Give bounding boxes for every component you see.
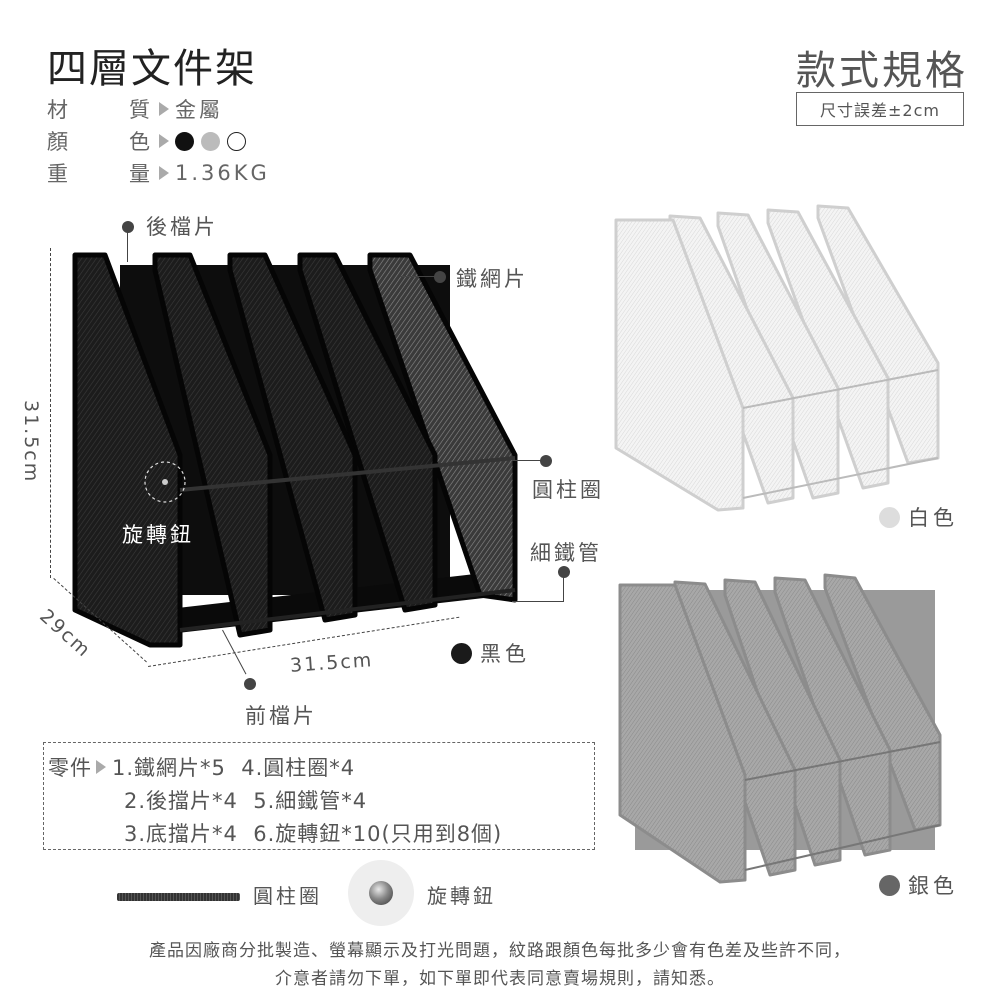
triangle-right-icon [159,134,169,148]
product-title: 四層文件架 [47,46,257,92]
triangle-right-icon [159,166,169,180]
silver-organizer-image [615,570,955,885]
triangle-right-icon [96,760,106,774]
callout-dot [122,221,134,233]
callout-dot [244,678,256,690]
disclaimer-line-2: 介意者請勿下單，如下單即代表同意賣場規則，請知悉。 [275,969,725,989]
accessory-cylinder-ring-label: 圓柱圈 [253,884,322,908]
parts-line-2: 2.後擋片*4 5.細鐵管*4 [124,789,368,813]
spec-weight: 重 量 1.36KG [47,158,270,188]
spec-key-right: 色 [129,130,150,154]
color-tag-white: 白色 [879,502,958,532]
callout-dot [434,271,446,283]
spec-key-left: 重 [47,162,68,186]
triangle-right-icon [159,102,169,116]
spec-value: 金屬 [175,98,223,122]
color-dot-icon [879,874,900,896]
spec-material: 材 質 金屬 [47,94,223,124]
spec-key-right: 量 [129,162,150,186]
knob-screw-icon [348,860,414,926]
color-dot-icon [879,506,900,528]
color-swatch-white [227,131,246,151]
color-label: 銀色 [908,874,958,898]
color-swatch-silver [201,131,220,151]
parts-line-3: 3.底擋片*4 6.旋轉鈕*10(只用到8個) [124,822,503,846]
color-tag-black: 黑色 [451,638,530,668]
parts-line-1: 零件 1.鐵網片*5 4.圓柱圈*4 [48,752,355,782]
spec-value: 1.36KG [175,161,270,185]
callout-line [512,460,546,461]
callout-mesh-panel: 鐵網片 [456,267,528,291]
tolerance-note: 尺寸誤差±2cm [796,92,964,126]
spec-color: 顏 色 [47,126,253,156]
parts-label: 零件 [48,756,92,780]
callout-back-panel: 後檔片 [146,215,218,239]
color-dot-icon [451,642,472,664]
black-organizer-image [60,240,540,660]
spec-key-right: 質 [129,98,150,122]
tolerance-text: 尺寸誤差±2cm [820,101,940,120]
color-label: 黑色 [480,642,530,666]
callout-front-panel: 前檔片 [245,704,317,728]
parts-list-box [43,742,595,850]
height-dimension-label: 31.5cm [20,400,42,484]
callout-thin-rod: 細鐵管 [530,541,602,565]
callout-dot [558,566,570,578]
parts-text: 1.鐵網片*5 4.圓柱圈*4 [112,756,356,780]
white-organizer-image [608,198,948,513]
spec-key-left: 材 [47,98,68,122]
threaded-rod-icon [117,893,240,901]
disclaimer-line-1: 產品因廠商分批製造、螢幕顯示及打光問題，紋路跟顏色每批多少會有色差及些許不同， [149,941,851,961]
callout-dot [540,455,552,467]
color-swatch-black [175,131,194,151]
spec-key-left: 顏 [47,130,68,154]
width-dimension-label: 31.5cm [289,649,374,677]
callout-line [512,601,564,602]
callout-cylinder-ring: 圓柱圈 [532,478,604,502]
callout-line [127,232,128,262]
color-label: 白色 [908,506,958,530]
callout-line [400,276,436,277]
callout-rotary-knob: 旋轉鈕 [122,523,194,547]
spec-title: 款式規格 [796,48,968,94]
height-dimension-line [50,248,51,578]
accessory-rotary-knob-label: 旋轉鈕 [427,884,496,908]
callout-line [563,574,564,602]
color-tag-silver: 銀色 [879,870,958,900]
